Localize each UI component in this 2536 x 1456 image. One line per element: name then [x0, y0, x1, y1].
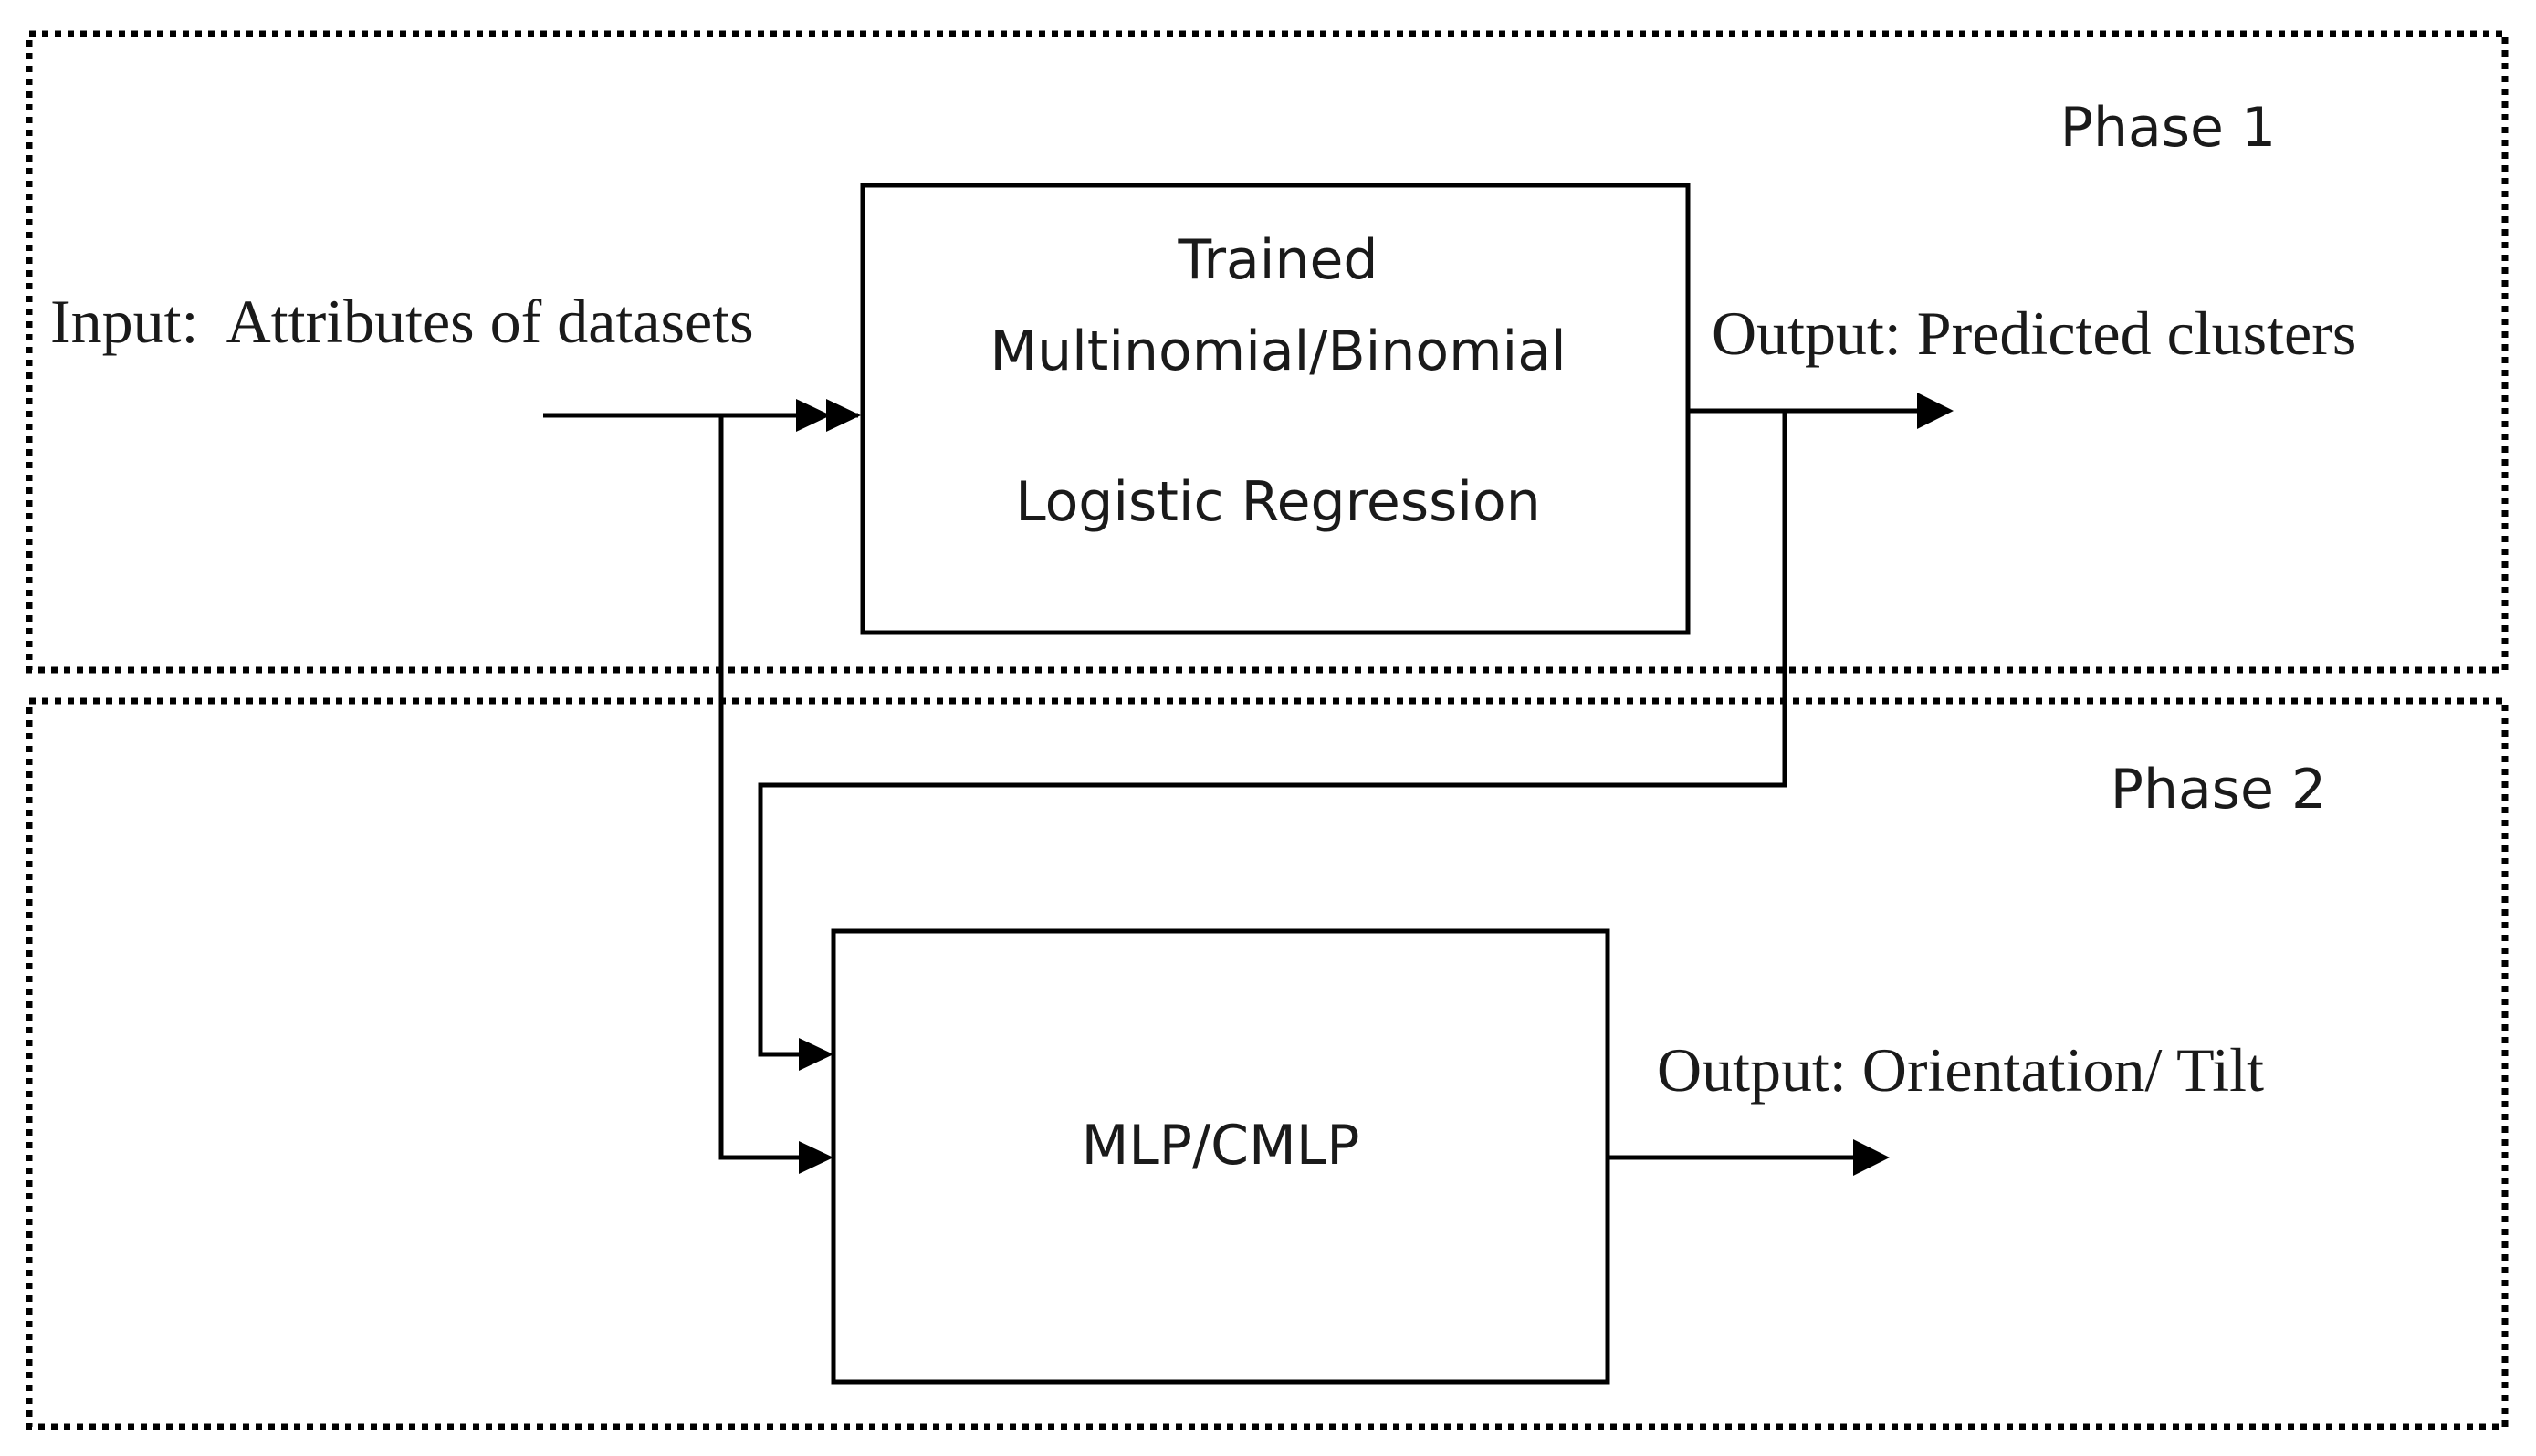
clusters-to-mlp-connector [758, 411, 1787, 1057]
phase-1-label: Phase 1 [2060, 96, 2276, 160]
phase-2-output-arrowhead [1853, 1139, 1890, 1176]
input-to-mlp-arrowhead [799, 1141, 833, 1174]
phase-1-output-label: Output: Predicted clusters [1712, 299, 2356, 368]
phase-1-container [26, 30, 2509, 674]
phase-2-output-label: Output: Orientation/ Tilt [1657, 1035, 2264, 1105]
phase-2-label: Phase 2 [2111, 758, 2326, 822]
phase-2-container [26, 697, 2509, 1430]
phase-1-output-arrowhead [1917, 393, 1954, 429]
logistic-regression-box [860, 183, 1691, 635]
input-label: Input: Attributes of datasets [50, 287, 754, 356]
input-arrowhead-2 [826, 399, 861, 432]
mlp-cmlp-box [831, 928, 1610, 1385]
input-to-mlp-connector [718, 415, 803, 1160]
input-arrowhead-1 [796, 399, 831, 432]
mlp-cmlp-box-label: MLP/CMLP [1082, 1114, 1360, 1178]
logistic-regression-box-line-2: Multinomial/Binomial [990, 319, 1566, 383]
logistic-regression-box-line-1: Trained [1178, 228, 1378, 292]
clusters-to-mlp-arrowhead [799, 1038, 833, 1071]
logistic-regression-box-line-3: Logistic Regression [1015, 470, 1541, 534]
